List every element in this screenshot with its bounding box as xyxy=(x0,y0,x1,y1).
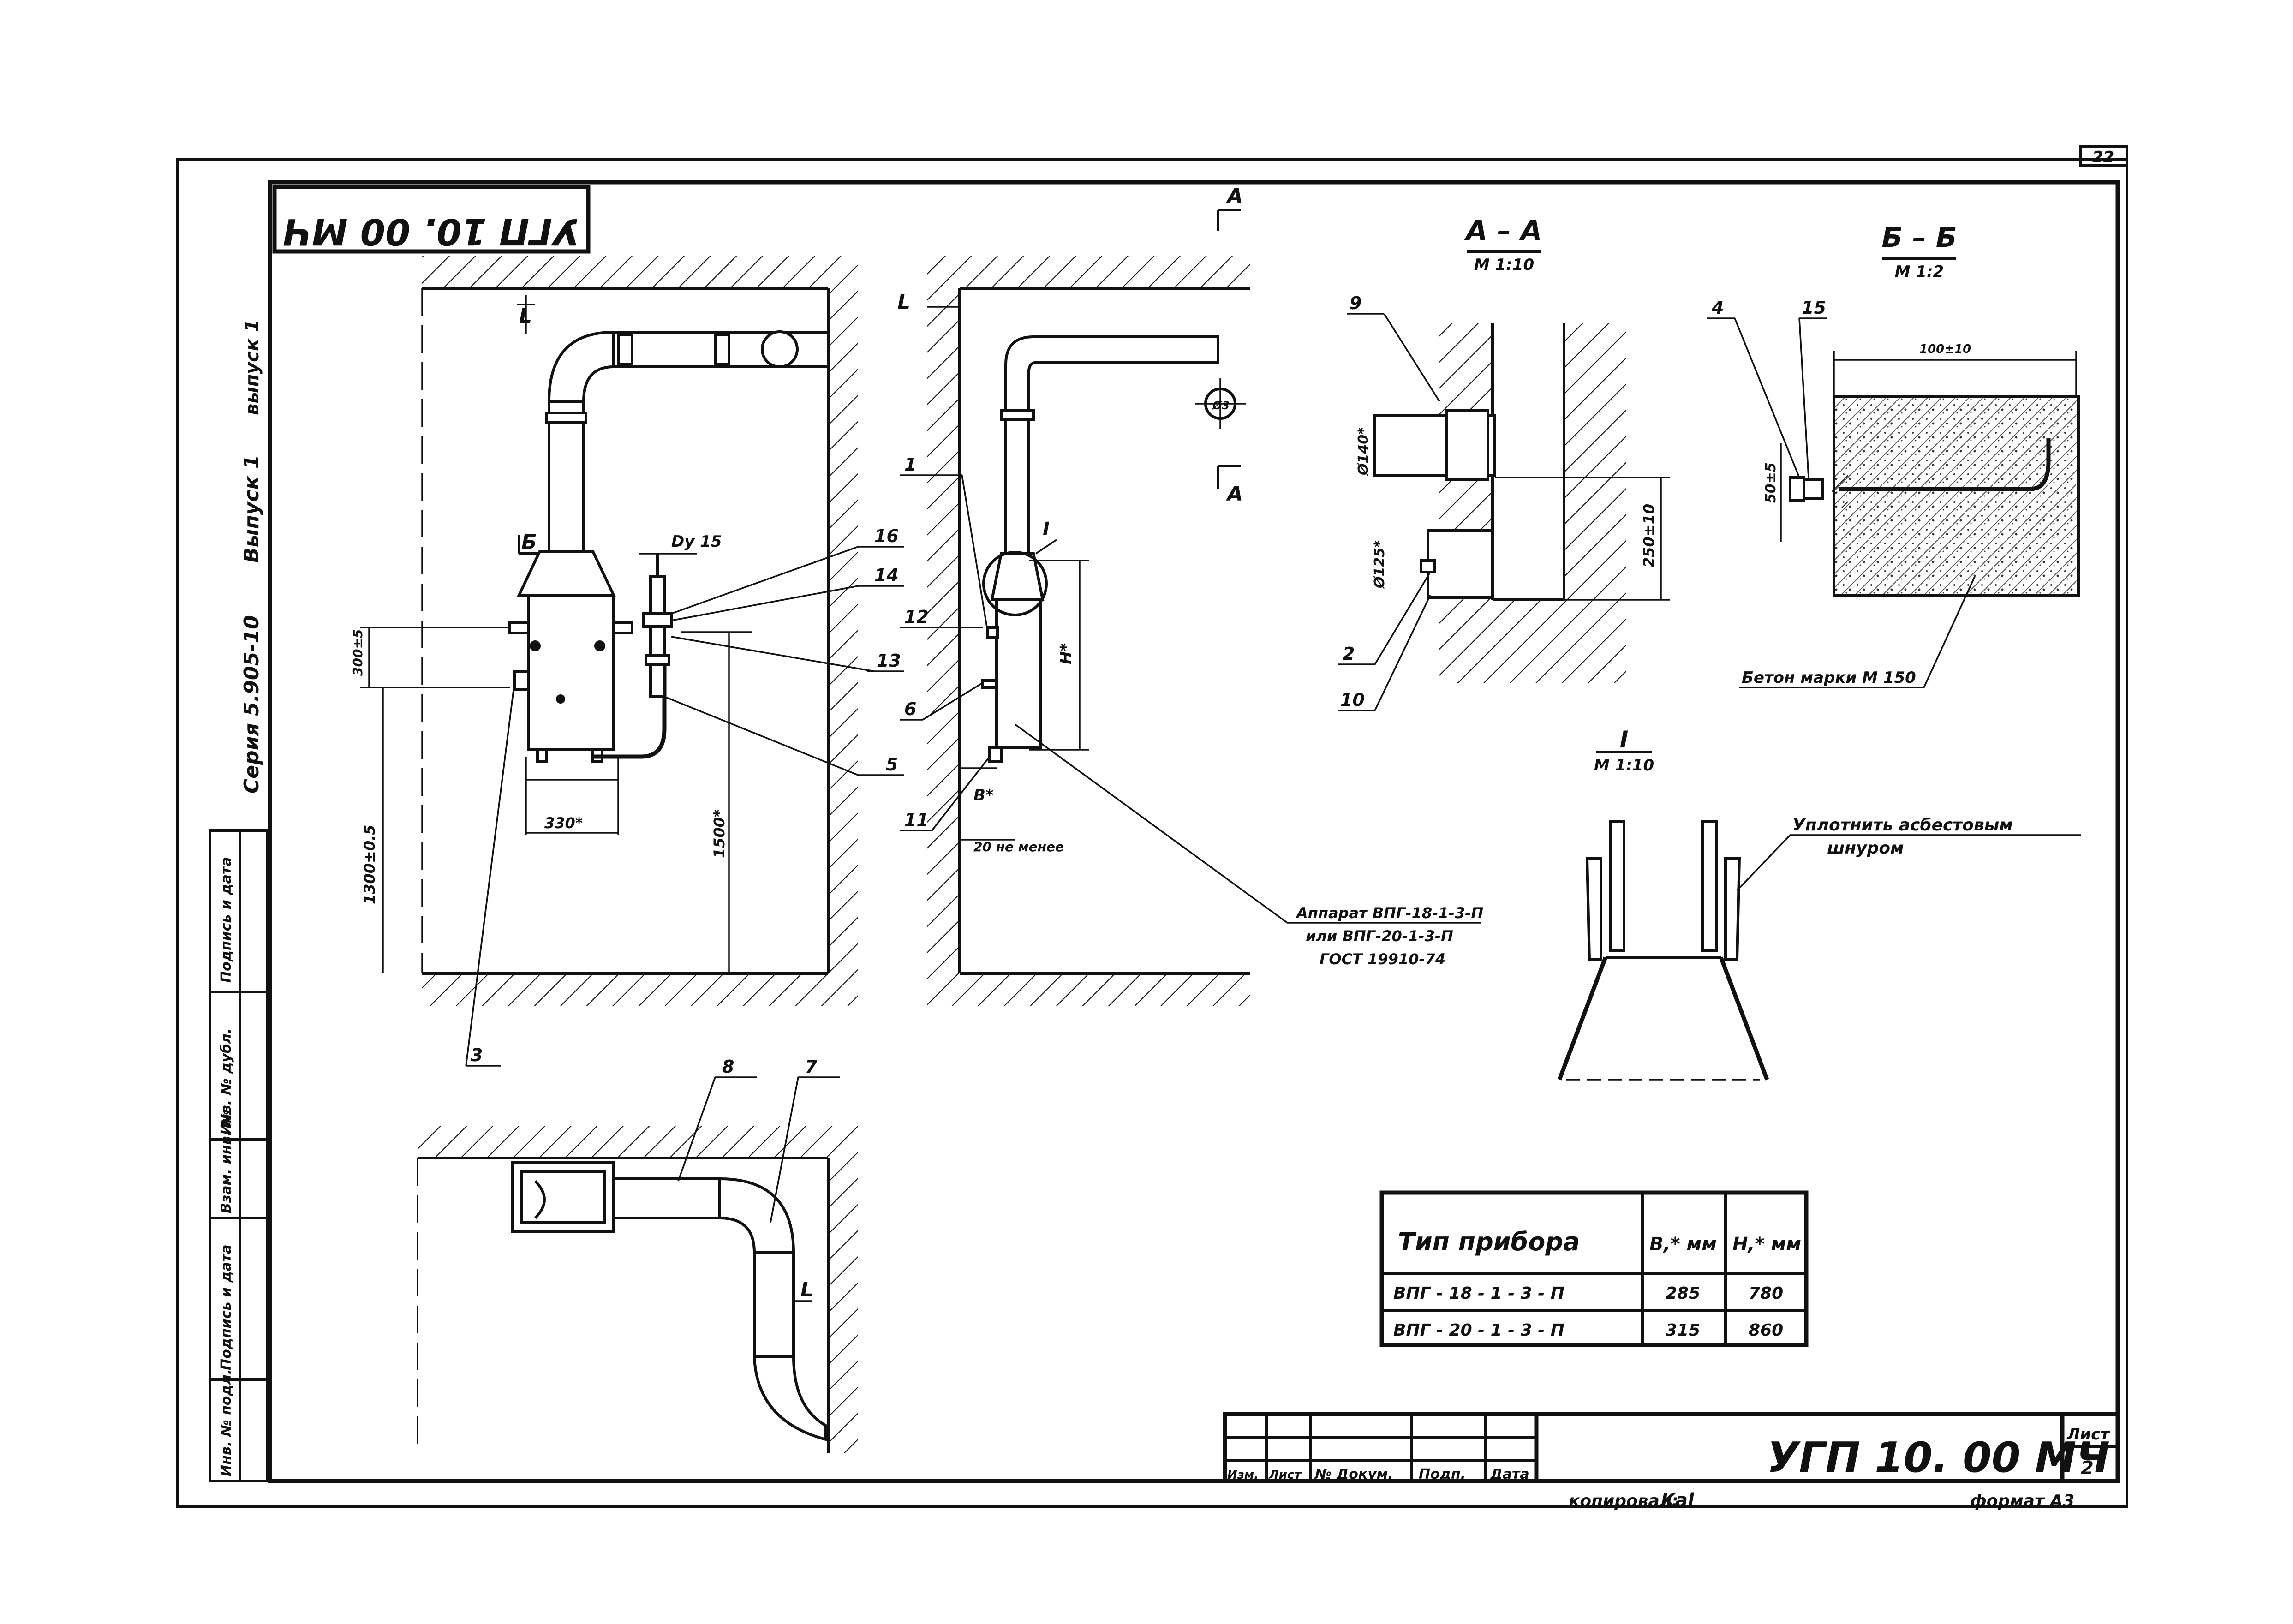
svg-text:А: А xyxy=(1226,482,1243,506)
svg-text:6: 6 xyxy=(904,699,916,719)
section-aa-title: А – А xyxy=(1464,215,1542,247)
svg-text:50±5: 50±5 xyxy=(1763,462,1779,503)
svg-text:№ Докум.: № Докум. xyxy=(1314,1466,1393,1482)
table-header-type: Тип прибора xyxy=(1398,1227,1580,1256)
section-bb: Б – Б М 1:2 100±10 50±5 4 15 Бетон марки… xyxy=(1707,221,2080,688)
svg-text:2: 2 xyxy=(1343,644,1355,664)
table-header-h: H,* мм xyxy=(1732,1234,1801,1255)
svg-text:H*: H* xyxy=(1057,643,1075,664)
view1-elevation: L 300±5 1300±0.5 330* 1500* Б Dy 15 3 5 … xyxy=(350,256,904,1067)
table-cell: 780 xyxy=(1749,1284,1783,1303)
plan-view: L 8 7 xyxy=(417,1057,858,1453)
svg-text:100±10: 100±10 xyxy=(1919,342,1971,356)
svg-text:20 не менее: 20 не менее xyxy=(973,839,1064,854)
svg-text:1500*: 1500* xyxy=(711,809,728,858)
svg-text:330*: 330* xyxy=(544,814,583,832)
svg-text:Подпись и дата: Подпись и дата xyxy=(218,1245,234,1370)
svg-text:Подпись и дата: Подпись и дата xyxy=(218,857,234,983)
svg-text:300±5: 300±5 xyxy=(350,629,365,676)
inner-frame xyxy=(268,180,2120,1483)
svg-text:шнуром: шнуром xyxy=(1827,839,1904,858)
svg-text:15: 15 xyxy=(1802,298,1826,318)
svg-text:I: I xyxy=(1620,726,1629,753)
svg-text:М 1:10: М 1:10 xyxy=(1474,256,1534,274)
series-notes: Серия 5.905-10 Выпуск 1 выпуск 1 xyxy=(240,319,263,794)
svg-text:М 1:10: М 1:10 xyxy=(1594,756,1654,775)
svg-text:Лист: Лист xyxy=(2066,1425,2110,1444)
side-stamp: Инв. № подл. Подпись и дата Взам. инв. №… xyxy=(209,829,269,1482)
svg-text:L: L xyxy=(800,1278,813,1302)
svg-text:10: 10 xyxy=(1340,690,1365,710)
svg-text:8: 8 xyxy=(722,1057,734,1077)
svg-text:копировал:: копировал: xyxy=(1569,1492,1678,1511)
svg-text:формат А3: формат А3 xyxy=(1970,1492,2074,1511)
designation-vertical: УГП 10. 00 МЧ xyxy=(283,210,580,252)
svg-text:Выпуск 1: Выпуск 1 xyxy=(240,455,263,563)
table-cell: 860 xyxy=(1749,1321,1783,1340)
device-table: Тип прибора B,* мм H,* мм ВПГ - 18 - 1 -… xyxy=(1379,1190,1809,1347)
svg-text:7: 7 xyxy=(805,1057,818,1077)
svg-text:Лист: Лист xyxy=(1268,1468,1302,1482)
svg-text:Dy 15: Dy 15 xyxy=(671,532,722,551)
table-header-b: B,* мм xyxy=(1649,1234,1717,1255)
section-aa: А – А М 1:10 250±10 Ø140* Ø125* 9 2 10 xyxy=(1338,215,1670,711)
svg-text:Б: Б xyxy=(521,531,537,554)
svg-text:Kal: Kal xyxy=(1661,1490,1695,1511)
svg-text:Взам. инв. №: Взам. инв. № xyxy=(218,1109,234,1213)
svg-text:5: 5 xyxy=(886,754,898,775)
table-cell: ВПГ - 20 - 1 - 3 - П xyxy=(1393,1321,1564,1340)
drawing-designation: УГП 10. 00 МЧ xyxy=(1767,1433,2110,1482)
svg-text:16: 16 xyxy=(874,526,899,546)
svg-text:13: 13 xyxy=(877,651,901,671)
svg-text:1: 1 xyxy=(904,454,916,475)
svg-text:9: 9 xyxy=(1350,293,1361,313)
svg-text:М 1:2: М 1:2 xyxy=(1895,263,1944,281)
designation-vertical-box: УГП 10. 00 МЧ xyxy=(272,185,591,254)
svg-text:Ø140*: Ø140* xyxy=(1355,427,1372,476)
title-block: Изм. Лист № Докум. Подп. Дата УГП 10. 00… xyxy=(1223,1412,2120,1511)
svg-text:L: L xyxy=(519,304,532,328)
svg-text:1300±0.5: 1300±0.5 xyxy=(361,824,378,904)
svg-text:Уплотнить асбестовым: Уплотнить асбестовым xyxy=(1792,816,2013,835)
view2-elevation: L Ø3 H* B* 20 не менее I А А xyxy=(897,185,1484,1006)
table-cell: 285 xyxy=(1666,1284,1700,1303)
outer-frame xyxy=(176,158,2128,1508)
table-cell: 315 xyxy=(1666,1321,1700,1340)
svg-text:Ø125*: Ø125* xyxy=(1372,540,1388,589)
table-cell: ВПГ - 18 - 1 - 3 - П xyxy=(1393,1284,1564,1303)
detail-i: I М 1:10 Уплотнить асбестовым шнуром xyxy=(1557,726,2081,1081)
svg-text:B*: B* xyxy=(973,786,994,805)
svg-text:250±10: 250±10 xyxy=(1640,504,1658,567)
section-bb-title: Б – Б xyxy=(1881,221,1957,254)
svg-text:L: L xyxy=(897,291,910,314)
svg-text:Инв. № подл.: Инв. № подл. xyxy=(218,1369,234,1476)
svg-text:I: I xyxy=(1043,519,1050,540)
svg-text:или ВПГ-20-1-3-П: или ВПГ-20-1-3-П xyxy=(1306,927,1453,945)
svg-text:Бетон марки М 150: Бетон марки М 150 xyxy=(1742,669,1916,687)
svg-text:3: 3 xyxy=(471,1045,483,1065)
svg-text:выпуск 1: выпуск 1 xyxy=(242,319,263,415)
svg-text:2: 2 xyxy=(2081,1457,2094,1479)
svg-text:4: 4 xyxy=(1711,298,1724,318)
svg-text:Серия 5.905-10: Серия 5.905-10 xyxy=(240,615,263,794)
svg-text:Подп.: Подп. xyxy=(1419,1466,1466,1482)
svg-text:Дата: Дата xyxy=(1490,1466,1529,1482)
svg-text:Изм.: Изм. xyxy=(1227,1468,1259,1482)
svg-text:ГОСТ 19910-74: ГОСТ 19910-74 xyxy=(1320,950,1445,968)
svg-text:14: 14 xyxy=(874,565,899,585)
corner-number: 22 xyxy=(2092,148,2114,167)
svg-text:Инв. № дубл.: Инв. № дубл. xyxy=(218,1028,234,1135)
svg-text:12: 12 xyxy=(904,607,929,627)
svg-text:А: А xyxy=(1226,185,1243,208)
svg-text:11: 11 xyxy=(904,810,929,830)
svg-text:Аппарат ВПГ-18-1-3-П: Аппарат ВПГ-18-1-3-П xyxy=(1295,904,1484,922)
